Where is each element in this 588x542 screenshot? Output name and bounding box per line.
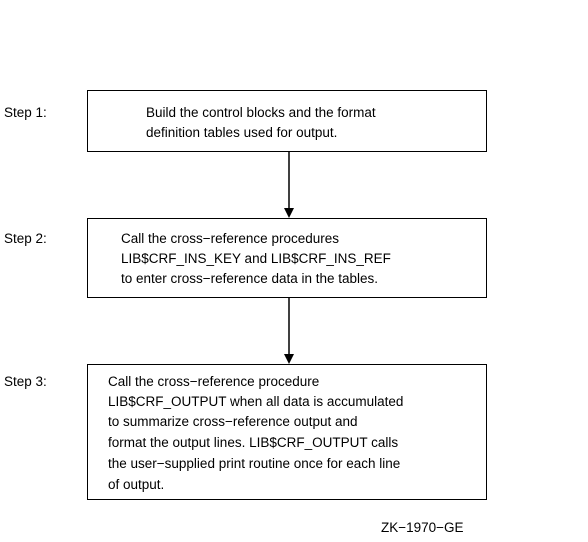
step-3-text-line-1: Call the cross−reference procedure [108, 374, 320, 389]
step-3-box: Call the cross−reference procedure LIB$C… [87, 364, 487, 500]
step-3-text-line-6: of output. [108, 477, 165, 492]
figure-id: ZK−1970−GE [381, 520, 464, 535]
step-2-box: Call the cross−reference procedures LIB$… [87, 218, 487, 298]
step-3-text-line-5: the user−supplied print routine once for… [108, 456, 401, 471]
step-1-text-line-2: definition tables used for output. [146, 125, 338, 140]
step-2-text-line-2: LIB$CRF_INS_KEY and LIB$CRF_INS_REF [121, 251, 391, 266]
step-2-text-line-1: Call the cross−reference procedures [121, 231, 339, 246]
step-1-label: Step 1: [4, 105, 47, 120]
step-1-box: Build the control blocks and the format … [87, 90, 487, 152]
arrow-step-2-to-3 [284, 298, 294, 364]
step-2-text-line-3: to enter cross−reference data in the tab… [121, 271, 379, 286]
step-3-text-line-2: LIB$CRF_OUTPUT when all data is accumula… [108, 394, 404, 409]
step-1-text-line-1: Build the control blocks and the format [146, 105, 376, 120]
step-3-text-line-4: format the output lines. LIB$CRF_OUTPUT … [108, 435, 399, 450]
step-3-text-line-3: to summarize cross−reference output and [108, 414, 358, 429]
step-2-label: Step 2: [4, 231, 47, 246]
step-3-label: Step 3: [4, 374, 47, 389]
arrow-step-1-to-2 [284, 152, 294, 218]
